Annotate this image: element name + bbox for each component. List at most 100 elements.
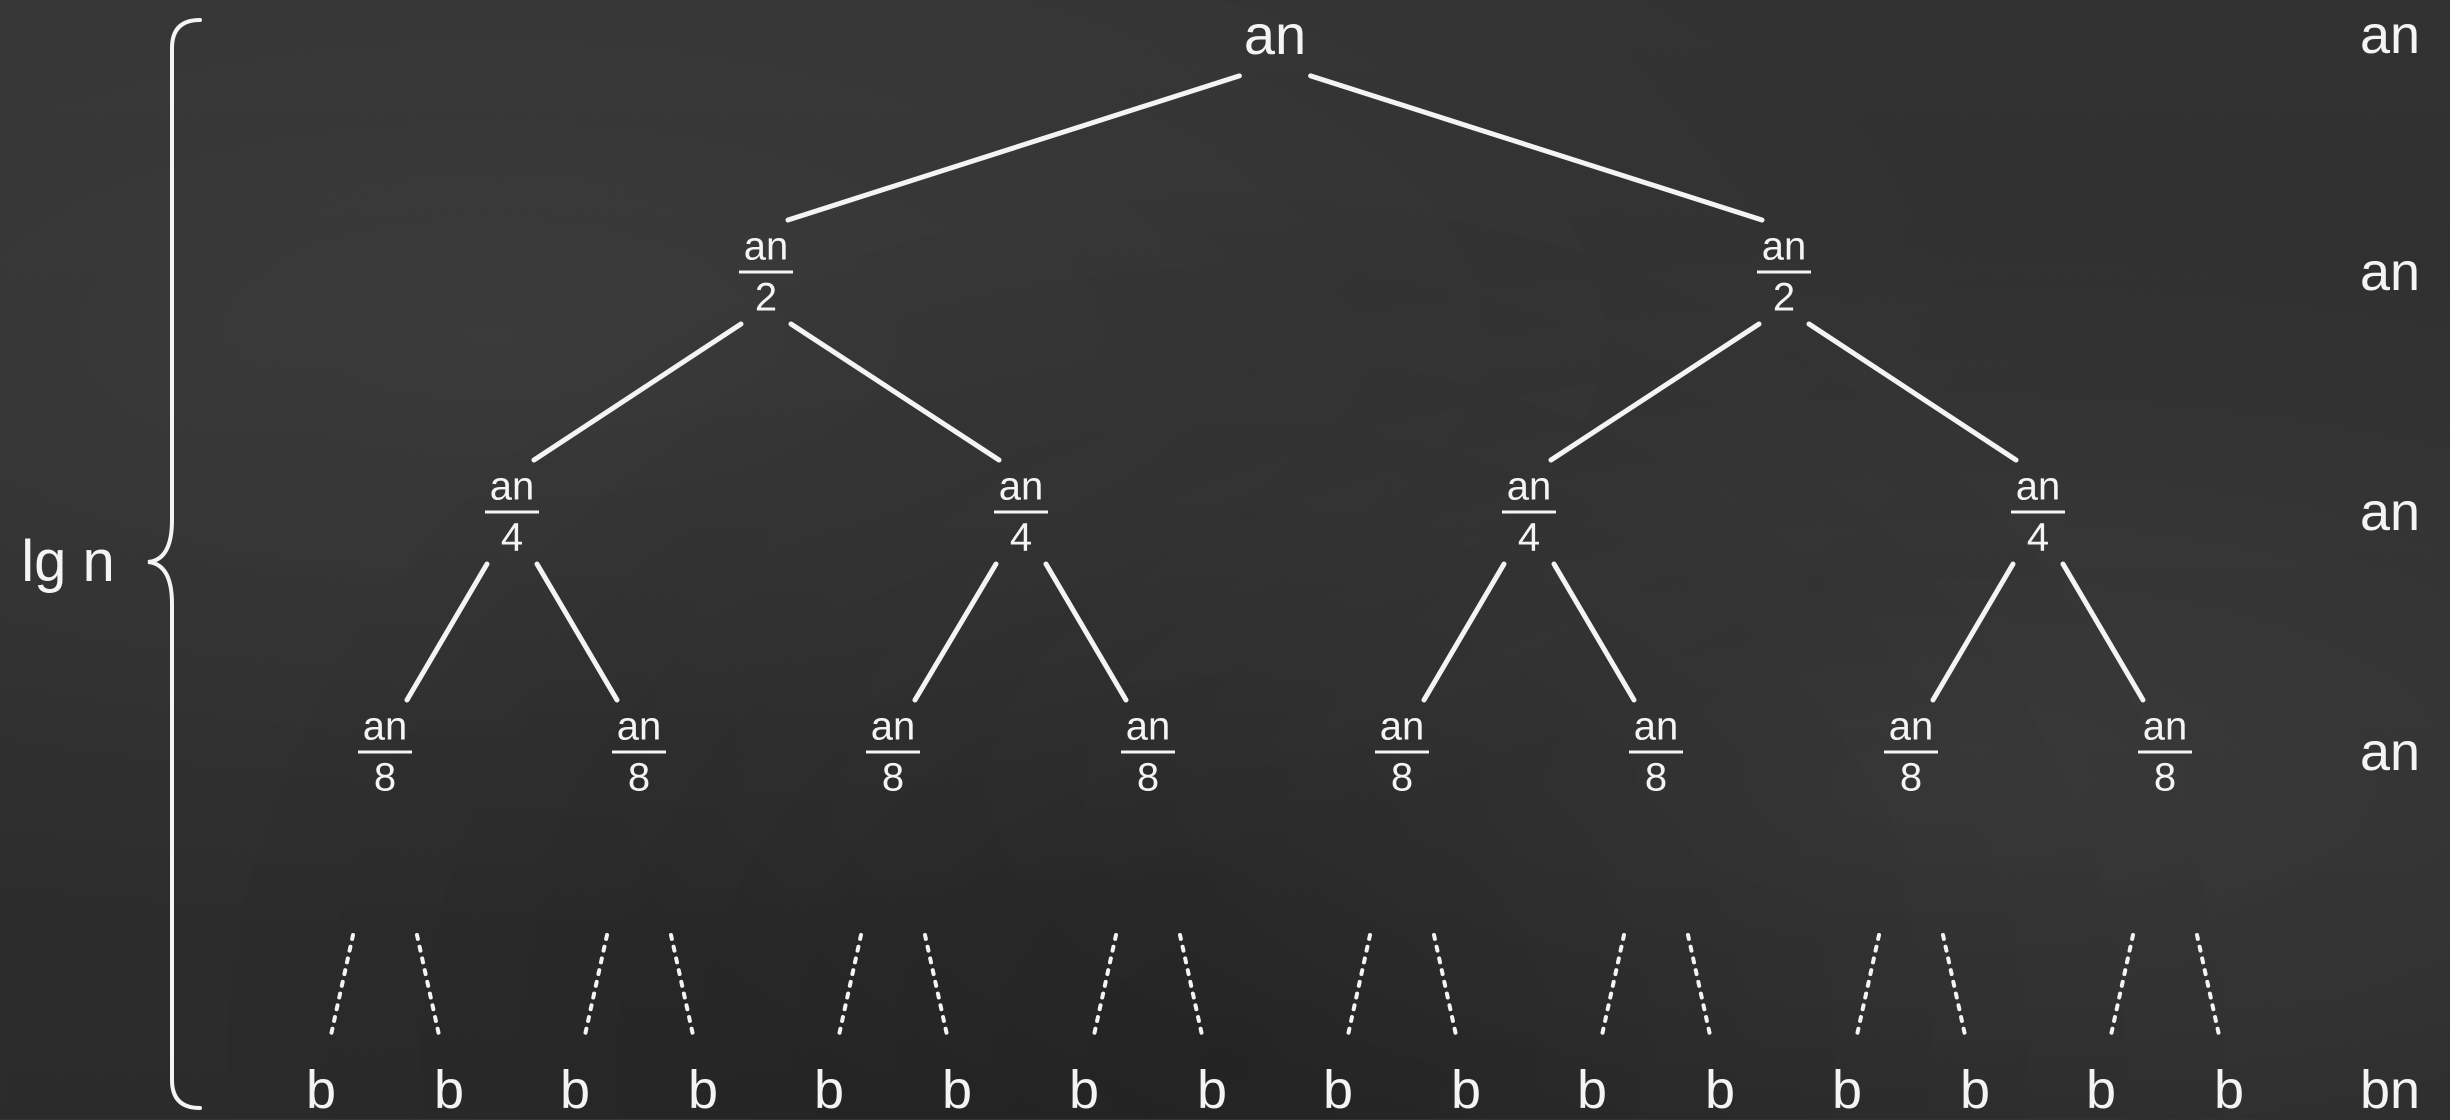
node-level3-1: an 8: [358, 707, 412, 798]
tree-edge: [788, 321, 1002, 463]
dotted-edge: [1346, 933, 1372, 1037]
fraction-denominator: 2: [1772, 275, 1796, 320]
leaf-node-12: b: [1704, 1060, 1736, 1120]
dotted-edge: [1178, 933, 1204, 1037]
fraction-denominator: 4: [1009, 515, 1033, 560]
fraction-denominator: 8: [881, 755, 905, 800]
node-level3-4: an 8: [1121, 707, 1175, 798]
tree-edge: [1930, 561, 2016, 703]
fraction-bar: [2011, 510, 2065, 514]
tree-edge: [534, 561, 620, 703]
node-level2-1: an 4: [485, 467, 539, 558]
fraction-numerator: an: [489, 464, 535, 509]
leaf-node-10: b: [1450, 1060, 1482, 1120]
fraction-numerator: an: [2015, 464, 2061, 509]
tree-edge: [1043, 561, 1129, 703]
level-cost-2: an: [2359, 242, 2421, 302]
fraction-bar: [866, 750, 920, 754]
dotted-edge: [2195, 933, 2221, 1037]
node-level2-3: an 4: [1502, 467, 1556, 558]
fraction-numerator: an: [616, 704, 662, 749]
dotted-edge: [1686, 933, 1712, 1037]
fraction-denominator: 8: [1136, 755, 1160, 800]
leaf-node-2: b: [433, 1060, 465, 1120]
fraction-denominator: 2: [754, 275, 778, 320]
leaf-node-1: b: [305, 1060, 337, 1120]
leaf-node-5: b: [813, 1060, 845, 1120]
leaf-node-13: b: [1831, 1060, 1863, 1120]
dotted-edge: [583, 933, 609, 1037]
fraction-numerator: an: [2142, 704, 2188, 749]
fraction-denominator: 8: [627, 755, 651, 800]
tree-edge: [531, 321, 744, 463]
fraction-bar: [485, 510, 539, 514]
dotted-edge: [923, 933, 949, 1037]
level-cost-4: an: [2359, 722, 2421, 782]
leaf-node-11: b: [1576, 1060, 1608, 1120]
fraction-numerator: an: [1761, 224, 1807, 269]
tree-edge: [1548, 321, 1762, 463]
tree-edge: [404, 561, 490, 703]
leaf-node-6: b: [941, 1060, 973, 1120]
tree-edge: [1308, 73, 1765, 223]
dotted-edge: [2109, 933, 2135, 1037]
tree-edge: [2060, 561, 2146, 703]
leaf-node-16: b: [2213, 1060, 2245, 1120]
fraction-numerator: an: [743, 224, 789, 269]
fraction-bar: [358, 750, 412, 754]
fraction-denominator: 8: [373, 755, 397, 800]
leaf-node-14: b: [1959, 1060, 1991, 1120]
leaf-node-4: b: [687, 1060, 719, 1120]
dotted-edge: [1600, 933, 1626, 1037]
dotted-edge: [669, 933, 695, 1037]
leaf-node-9: b: [1322, 1060, 1354, 1120]
leaf-node-15: b: [2085, 1060, 2117, 1120]
fraction-denominator: 4: [2026, 515, 2050, 560]
height-brace: [147, 18, 202, 1110]
fraction-bar: [994, 510, 1048, 514]
fraction-numerator: an: [362, 704, 408, 749]
fraction-bar: [1502, 510, 1556, 514]
tree-edge: [785, 73, 1242, 223]
fraction-denominator: 4: [500, 515, 524, 560]
fraction-bar: [1121, 750, 1175, 754]
dotted-edge: [1855, 933, 1881, 1037]
fraction-denominator: 8: [1899, 755, 1923, 800]
node-level3-3: an 8: [866, 707, 920, 798]
level-cost-5: bn: [2359, 1060, 2421, 1120]
root-node: an: [1243, 3, 1307, 66]
tree-edge: [1421, 561, 1507, 703]
tree-edge: [1551, 561, 1637, 703]
height-label: lg n: [21, 529, 115, 594]
node-level2-2: an 4: [994, 467, 1048, 558]
fraction-numerator: an: [1379, 704, 1425, 749]
tree-edge: [912, 561, 999, 703]
fraction-denominator: 4: [1517, 515, 1541, 560]
fraction-bar: [1884, 750, 1938, 754]
level-cost-3: an: [2359, 482, 2421, 542]
dotted-edge: [1432, 933, 1458, 1037]
node-level3-8: an 8: [2138, 707, 2192, 798]
tree-edge: [1806, 321, 2019, 463]
dotted-edge: [415, 933, 441, 1037]
node-level1-1: an 2: [739, 227, 793, 318]
fraction-numerator: an: [998, 464, 1044, 509]
fraction-bar: [739, 270, 793, 274]
fraction-bar: [1375, 750, 1429, 754]
dotted-edge: [1941, 933, 1967, 1037]
fraction-denominator: 8: [1644, 755, 1668, 800]
dotted-edge: [837, 933, 863, 1037]
node-level3-2: an 8: [612, 707, 666, 798]
fraction-numerator: an: [1125, 704, 1171, 749]
fraction-numerator: an: [870, 704, 916, 749]
dotted-edge: [1092, 933, 1118, 1037]
leaf-node-7: b: [1068, 1060, 1100, 1120]
fraction-denominator: 8: [2153, 755, 2177, 800]
fraction-bar: [612, 750, 666, 754]
fraction-numerator: an: [1506, 464, 1552, 509]
fraction-bar: [1757, 270, 1811, 274]
